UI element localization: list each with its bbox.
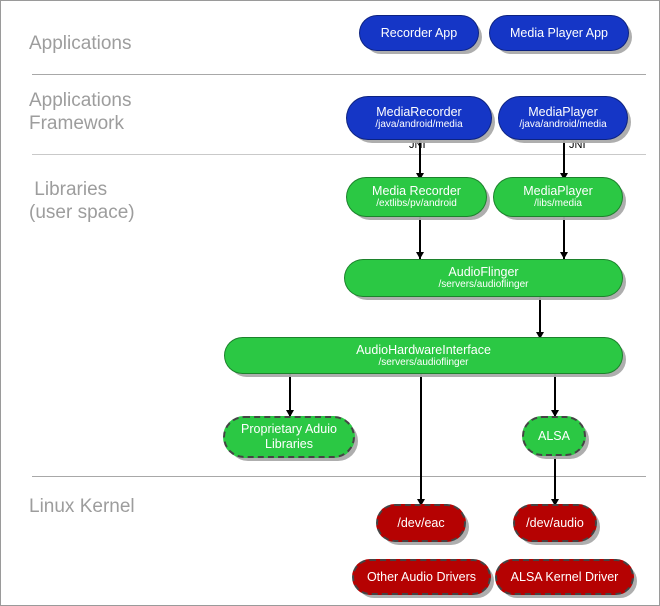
- node-mediaplayer-framework-title: MediaPlayer: [528, 105, 598, 119]
- connector-alsa-to-dev-audio: [554, 456, 556, 506]
- node-alsa-kernel-driver-title: ALSA Kernel Driver: [510, 569, 619, 584]
- node-dev-eac[interactable]: /dev/eac: [376, 504, 466, 542]
- connector-hwinterface-to-proprietary: [289, 374, 291, 416]
- node-alsa-title: ALSA: [538, 428, 570, 443]
- node-audioflinger-subtitle: /servers/audioflinger: [438, 279, 529, 290]
- node-mediarecorder-framework[interactable]: MediaRecorder /java/android/media: [346, 96, 492, 140]
- arrow-hwinterface-to-proprietary: [286, 410, 294, 417]
- node-mediaplayer-framework-subtitle: /java/android/media: [519, 119, 607, 130]
- divider-applications: [32, 74, 646, 75]
- node-proprietary-audio-libraries[interactable]: Proprietary Aduio Libraries: [223, 416, 355, 458]
- node-audiohardwareinterface-subtitle: /servers/audioflinger: [378, 356, 469, 368]
- node-dev-eac-title: /dev/eac: [397, 515, 445, 530]
- arrow-audioflinger-to-hwinterface: [536, 332, 544, 339]
- divider-kernel: [32, 476, 646, 477]
- node-media-recorder-lib[interactable]: Media Recorder /extlibs/pv/android: [346, 177, 487, 217]
- layer-label-applications-framework: Applications Framework: [29, 90, 132, 134]
- node-alsa[interactable]: ALSA: [522, 416, 586, 456]
- connector-audioflinger-to-hwinterface: [539, 297, 541, 339]
- arrow-alsa-to-dev-audio: [551, 499, 559, 506]
- connector-mediaplayer-to-audioflinger: [563, 217, 565, 259]
- node-media-recorder-lib-title: Media Recorder: [372, 184, 461, 198]
- node-media-player-app-title: Media Player App: [510, 25, 608, 40]
- node-media-recorder-lib-subtitle: /extlibs/pv/android: [376, 198, 457, 209]
- node-mediaplayer-lib-subtitle: /libs/media: [534, 198, 582, 209]
- node-audiohardwareinterface-title: AudioHardwareInterface: [356, 342, 491, 357]
- node-mediarecorder-framework-subtitle: /java/android/media: [375, 119, 463, 130]
- node-mediaplayer-lib[interactable]: MediaPlayer /libs/media: [493, 177, 623, 217]
- node-media-player-app[interactable]: Media Player App: [489, 15, 629, 51]
- node-mediaplayer-lib-title: MediaPlayer: [523, 184, 593, 198]
- connector-hwinterface-to-dev-eac: [420, 374, 422, 506]
- node-dev-audio-title: /dev/audio: [526, 515, 584, 530]
- node-audiohardwareinterface[interactable]: AudioHardwareInterface /servers/audiofli…: [224, 337, 623, 374]
- layer-label-applications: Applications: [29, 33, 132, 54]
- node-recorder-app-title: Recorder App: [380, 25, 458, 40]
- node-mediaplayer-framework[interactable]: MediaPlayer /java/android/media: [498, 96, 628, 140]
- arrow-hwinterface-to-alsa: [551, 410, 559, 417]
- node-alsa-kernel-driver[interactable]: ALSA Kernel Driver: [495, 559, 634, 595]
- jni-label-left: JNI: [409, 139, 426, 151]
- node-mediarecorder-framework-title: MediaRecorder: [376, 105, 462, 119]
- node-dev-audio[interactable]: /dev/audio: [513, 504, 597, 542]
- connector-hwinterface-to-alsa: [554, 374, 556, 416]
- arrow-hwinterface-to-dev-eac: [417, 499, 425, 506]
- arrow-mediaplayer-to-audioflinger: [560, 252, 568, 259]
- jni-label-right: JNI: [569, 139, 586, 151]
- node-recorder-app[interactable]: Recorder App: [359, 15, 479, 51]
- node-audioflinger-title: AudioFlinger: [448, 265, 519, 279]
- layer-label-linux-kernel: Linux Kernel: [29, 496, 135, 517]
- node-proprietary-audio-libraries-title: Proprietary Aduio Libraries: [241, 422, 337, 451]
- connector-mediaplayer-jni: [563, 140, 565, 180]
- node-other-audio-drivers-title: Other Audio Drivers: [366, 569, 477, 584]
- connector-mediarecorder-jni: [419, 140, 421, 180]
- connector-media-recorder-to-audioflinger: [419, 217, 421, 259]
- node-audioflinger[interactable]: AudioFlinger /servers/audioflinger: [344, 259, 623, 297]
- arrow-media-recorder-to-audioflinger: [416, 252, 424, 259]
- divider-framework: [32, 154, 646, 155]
- node-other-audio-drivers[interactable]: Other Audio Drivers: [352, 559, 491, 595]
- layer-label-libraries: Libraries (user space): [29, 179, 135, 223]
